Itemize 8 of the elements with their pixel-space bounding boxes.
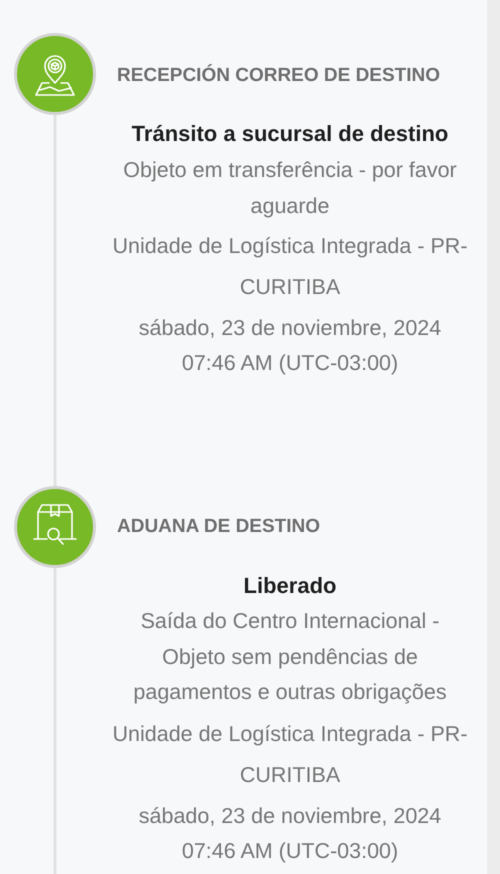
status-description: Saída do Centro Internacional - Objeto sem pendências de pagamentos e outras obrigações	[132, 608, 448, 706]
date-time-text: sábado, 23 de noviembre, 2024 07:46 AM (UTC-03:00)	[138, 802, 442, 864]
status-title: Tránsito a sucursal de destino	[130, 120, 450, 148]
step-heading: RECEPCIÓN CORREO DE DESTINO	[117, 64, 440, 88]
step-heading: ADUANA DE DESTINO	[117, 515, 320, 539]
status-description: Objeto em transferência - por favor aguarde	[122, 157, 458, 220]
status-title: Liberado	[242, 572, 338, 600]
date-time-text: sábado, 23 de noviembre, 2024 07:46 AM (UTC-03:00)	[138, 314, 442, 376]
